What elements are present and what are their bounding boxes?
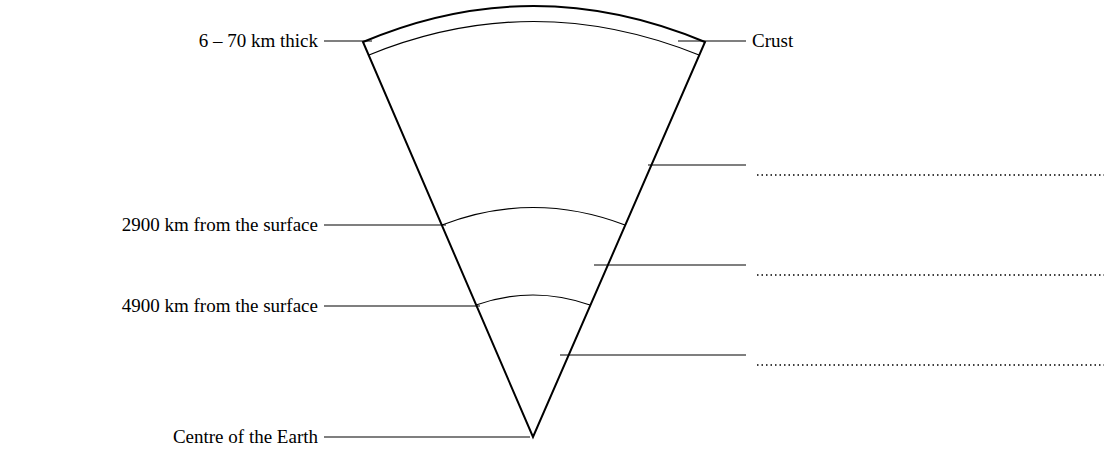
crust-boundary [369, 22, 699, 56]
leader-lines [324, 41, 746, 437]
layer-label: 4900 km from the surface [122, 295, 318, 317]
mantle-boundary [442, 208, 625, 226]
layer-label: Centre of the Earth [173, 426, 318, 448]
wedge-outline [363, 6, 705, 437]
answer-lines [757, 175, 1104, 365]
layer-label: Crust [752, 30, 793, 52]
layer-label: 6 – 70 km thick [199, 30, 318, 52]
layer-label: 2900 km from the surface [122, 214, 318, 236]
core-boundary [476, 295, 590, 305]
